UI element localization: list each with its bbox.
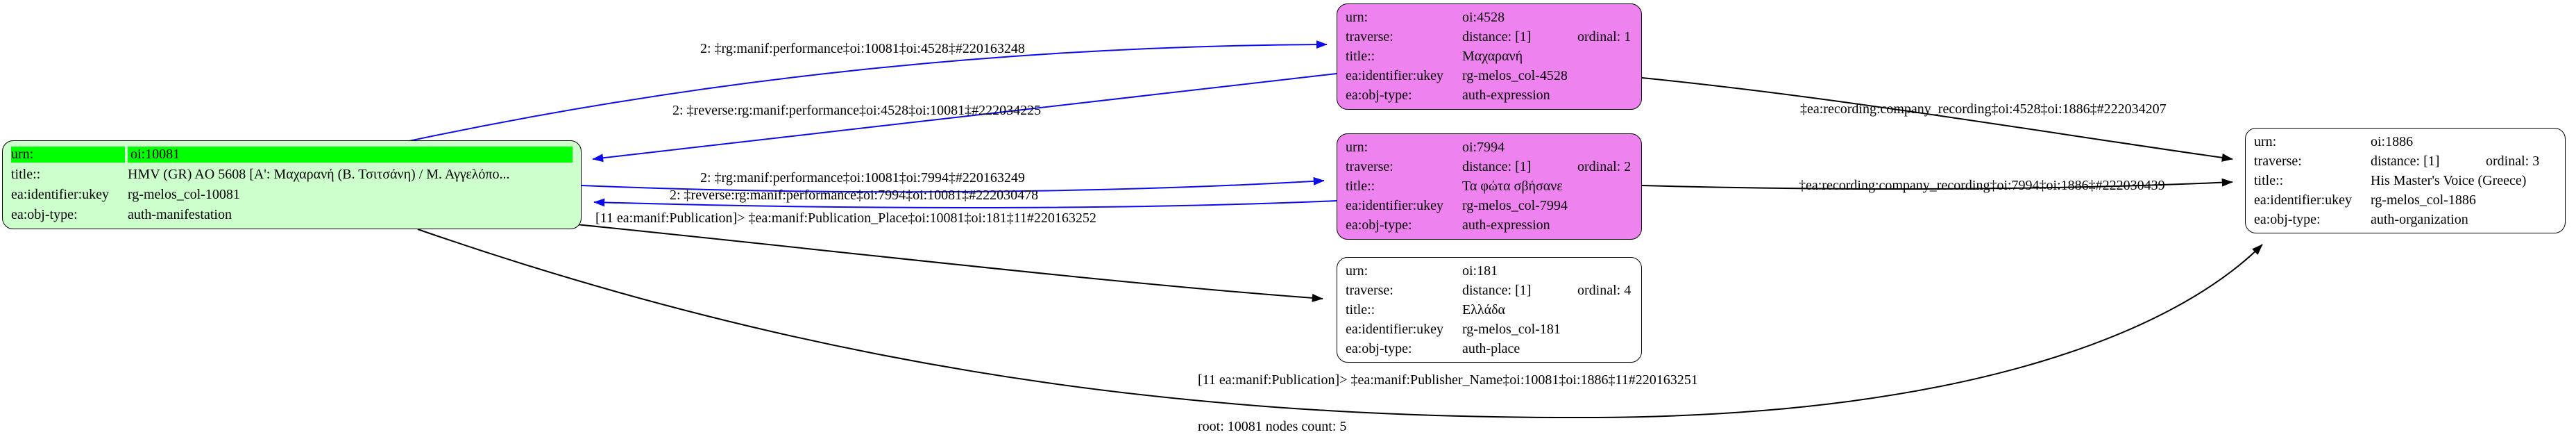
field-value-ordinal: ordinal: 2 xyxy=(1577,158,1632,174)
field-value-objtype: auth-manifestation xyxy=(128,207,232,222)
row-objtype: ea:obj-type: auth-place xyxy=(1346,339,1633,358)
row-title: title:: His Master's Voice (Greece) xyxy=(2254,171,2557,190)
field-key-ukey: ea:identifier:ukey xyxy=(2254,192,2353,208)
field-key-traverse: traverse: xyxy=(1346,282,1393,298)
row-urn: urn: oi:7994 xyxy=(1346,138,1633,157)
field-value-urn: oi:4528 xyxy=(1462,9,1505,25)
field-key-urn: urn: xyxy=(1346,263,1368,279)
field-key-title: title:: xyxy=(11,167,41,182)
row-title: title:: Τα φώτα σβήσανε xyxy=(1346,176,1633,196)
field-value-urn: oi:1886 xyxy=(2371,133,2414,149)
field-key-traverse: traverse: xyxy=(1346,158,1393,174)
field-value-distance: distance: [1] xyxy=(2371,153,2440,169)
field-value-title: HMV (GR) AO 5608 [A': Μαχαρανή (Β. Τσιτσ… xyxy=(128,167,510,182)
field-value-objtype: auth-organization xyxy=(2371,211,2468,227)
edge-label-company-recording-4528-1886: ‡ea:recording:company_recording‡oi:4528‡… xyxy=(1800,101,2167,117)
field-value-distance: distance: [1] xyxy=(1462,158,1532,174)
field-key-urn: urn: xyxy=(11,147,125,163)
field-value-urn: oi:181 xyxy=(1462,263,1498,279)
row-traverse: traverse: distance: [1] ordinal: 4 xyxy=(1346,281,1633,300)
field-key-urn: urn: xyxy=(2254,133,2277,149)
edge-label-publisher-name-10081-1886: [11 ea:manif:Publication]> ‡ea:manif:Pub… xyxy=(1198,372,1698,388)
field-value-title: His Master's Voice (Greece) xyxy=(2371,172,2527,188)
row-ukey: ea:identifier:ukey rg-melos_col-7994 xyxy=(1346,196,1633,215)
node-oi-4528: urn: oi:4528 traverse: distance: [1] ord… xyxy=(1337,3,1642,110)
edge-publisher-name-10081-1886 xyxy=(417,229,2263,419)
field-value-distance: distance: [1] xyxy=(1462,28,1532,44)
field-key-ukey: ea:identifier:ukey xyxy=(1346,67,1444,83)
field-value-urn: oi:7994 xyxy=(1462,139,1505,155)
field-value-ordinal: ordinal: 1 xyxy=(1577,28,1632,44)
field-key-title: title:: xyxy=(2254,172,2284,188)
field-value-urn: oi:10081 xyxy=(128,147,573,163)
field-value-ordinal: ordinal: 3 xyxy=(2486,153,2540,169)
field-value-title: Ελλάδα xyxy=(1462,302,1505,317)
field-key-traverse: traverse: xyxy=(1346,28,1393,44)
row-title: title:: Ελλάδα xyxy=(1346,300,1633,320)
edge-performance-10081-4528 xyxy=(402,40,1328,143)
row-objtype: ea:obj-type: auth-expression xyxy=(1346,85,1633,105)
edge-performance-10081-7994 xyxy=(581,176,1325,193)
field-value-ukey: rg-melos_col-10081 xyxy=(128,187,240,202)
field-key-ukey: ea:identifier:ukey xyxy=(1346,197,1444,213)
edge-label-performance-10081-7994: 2: ‡rg:manif:performance‡oi:10081‡oi:799… xyxy=(700,170,1025,185)
edge-label-reverse-performance-4528-10081: 2: ‡reverse:rg:manif:performance‡oi:4528… xyxy=(672,103,1042,118)
row-urn: urn: oi:1886 xyxy=(2254,132,2557,151)
row-ukey: ea:identifier:ukey rg-melos_col-10081 xyxy=(11,185,573,205)
node-oi-1886: urn: oi:1886 traverse: distance: [1] ord… xyxy=(2245,128,2566,233)
node-oi-181: urn: oi:181 traverse: distance: [1] ordi… xyxy=(1337,257,1642,363)
field-value-ordinal: ordinal: 4 xyxy=(1577,282,1632,298)
field-value-ukey: rg-melos_col-4528 xyxy=(1462,67,1568,83)
row-title: title:: Μαχαρανή xyxy=(1346,47,1633,66)
field-value-ukey: rg-melos_col-181 xyxy=(1462,321,1561,337)
field-key-urn: urn: xyxy=(1346,9,1368,25)
field-value-objtype: auth-expression xyxy=(1462,87,1550,103)
field-key-title: title:: xyxy=(1346,302,1375,317)
row-urn: urn: oi:4528 xyxy=(1346,8,1633,27)
field-key-title: title:: xyxy=(1346,48,1375,64)
node-oi-10081: urn: oi:10081 title:: HMV (GR) AO 5608 [… xyxy=(2,140,582,229)
edge-label-reverse-performance-7994-10081: 2: ‡reverse:rg:manif:performance‡oi:7994… xyxy=(670,188,1039,203)
field-key-objtype: ea:obj-type: xyxy=(11,207,78,222)
node-oi-7994: urn: oi:7994 traverse: distance: [1] ord… xyxy=(1337,133,1642,240)
edge-label-performance-10081-4528: 2: ‡rg:manif:performance‡oi:10081‡oi:452… xyxy=(700,41,1025,56)
edge-company-recording-4528-1886 xyxy=(1641,77,2233,162)
edge-reverse-performance-7994-10081 xyxy=(593,198,1337,208)
field-key-traverse: traverse: xyxy=(2254,153,2302,169)
row-ukey: ea:identifier:ukey rg-melos_col-4528 xyxy=(1346,66,1633,85)
row-traverse: traverse: distance: [1] ordinal: 3 xyxy=(2254,151,2557,171)
field-key-urn: urn: xyxy=(1346,139,1368,155)
field-key-objtype: ea:obj-type: xyxy=(1346,217,1412,233)
field-key-objtype: ea:obj-type: xyxy=(2254,211,2321,227)
field-key-objtype: ea:obj-type: xyxy=(1346,87,1412,103)
graph-root-caption: root: 10081 nodes count: 5 xyxy=(1198,419,1347,434)
edge-reverse-performance-4528-10081 xyxy=(592,73,1337,163)
field-value-title: Τα φώτα σβήσανε xyxy=(1462,178,1563,194)
field-key-ukey: ea:identifier:ukey xyxy=(11,187,110,202)
field-key-ukey: ea:identifier:ukey xyxy=(1346,321,1444,337)
row-urn: urn: oi:181 xyxy=(1346,261,1633,281)
field-key-title: title:: xyxy=(1346,178,1375,194)
field-value-title: Μαχαρανή xyxy=(1462,48,1523,64)
row-traverse: traverse: distance: [1] ordinal: 1 xyxy=(1346,27,1633,47)
row-ukey: ea:identifier:ukey rg-melos_col-181 xyxy=(1346,320,1633,339)
field-value-ukey: rg-melos_col-1886 xyxy=(2371,192,2476,208)
edge-label-publication-place-10081-181: [11 ea:manif:Publication]> ‡ea:manif:Pub… xyxy=(595,210,1096,226)
field-value-distance: distance: [1] xyxy=(1462,282,1532,298)
field-value-ukey: rg-melos_col-7994 xyxy=(1462,197,1568,213)
field-value-objtype: auth-expression xyxy=(1462,217,1550,233)
row-traverse: traverse: distance: [1] ordinal: 2 xyxy=(1346,157,1633,176)
field-key-objtype: ea:obj-type: xyxy=(1346,340,1412,356)
row-objtype: ea:obj-type: auth-manifestation xyxy=(11,205,573,225)
edge-label-company-recording-7994-1886: ‡ea:recording:company_recording‡oi:7994‡… xyxy=(1799,178,2165,193)
edge-publication-place-10081-181 xyxy=(575,224,1323,302)
row-objtype: ea:obj-type: auth-expression xyxy=(1346,215,1633,235)
row-title: title:: HMV (GR) AO 5608 [A': Μαχαρανή (… xyxy=(11,165,573,185)
row-ukey: ea:identifier:ukey rg-melos_col-1886 xyxy=(2254,190,2557,210)
edge-company-recording-7994-1886 xyxy=(1641,178,2233,190)
row-objtype: ea:obj-type: auth-organization xyxy=(2254,210,2557,229)
row-urn: urn: oi:10081 xyxy=(11,144,573,165)
field-value-objtype: auth-place xyxy=(1462,340,1520,356)
